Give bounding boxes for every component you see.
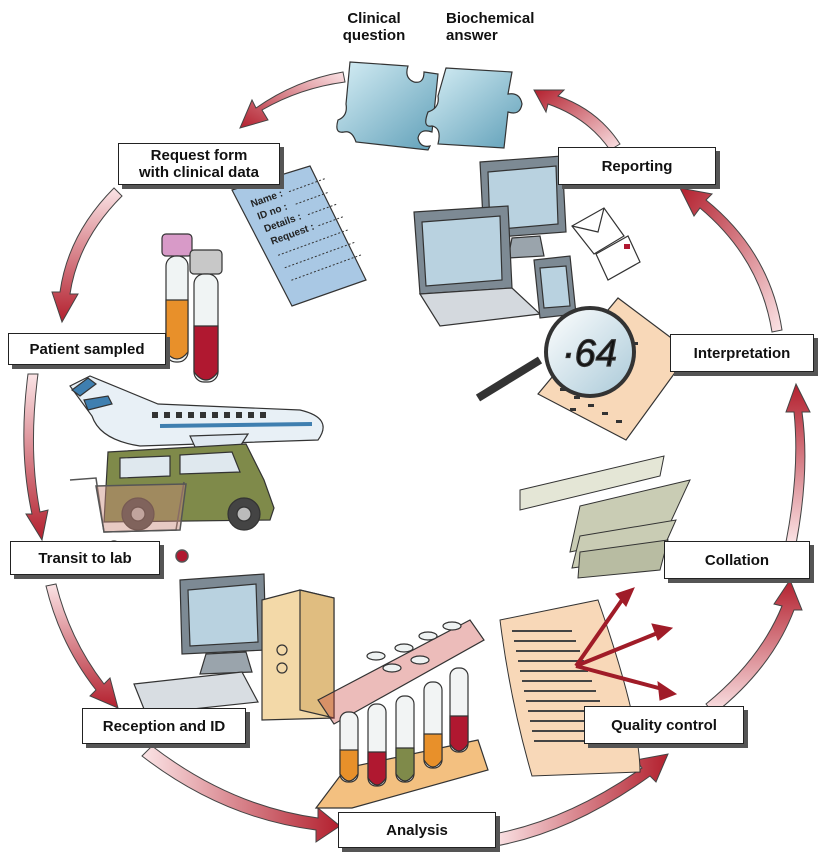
stage-reporting: Reporting [558,147,716,185]
stage-interpretation: Interpretation [670,334,814,372]
arrow-to-reception [45,583,119,709]
stage-quality-control: Quality control [584,706,744,744]
desktop-computer-icon [133,573,335,721]
stage-request-form: Request form with clinical data [118,143,280,185]
stage-transit-to-lab: Transit to lab [10,541,160,575]
arrow-to-reporting [679,187,783,333]
cycle-arrows [23,71,811,847]
arrow-to-transit [23,373,49,542]
biochemical-answer-label: Biochemical answer [446,10,535,44]
arrow-to-collation [705,578,803,715]
arrow-to-patient-sampled [51,187,123,324]
request-form-icon: Name : ID no : Details : Request : [231,165,367,307]
puzzle-icon [336,61,523,151]
quality-control-icon [499,587,678,777]
van-icon [103,443,275,531]
arrow-to-quality-control [493,753,669,847]
magnifier-icon: ·64 [475,297,691,441]
trolley-icon [69,477,189,563]
stage-reception-and-id: Reception and ID [82,708,246,744]
test-tube-rack-icon [314,619,489,809]
stage-analysis: Analysis [338,812,496,848]
stage-collation: Collation [664,541,810,579]
collated-printouts-icon [519,455,691,579]
reporting-devices-icon [413,155,641,327]
clinical-question-label: Clinical question [342,10,406,44]
stage-patient-sampled: Patient sampled [8,333,166,365]
arrow-to-analysis [141,745,341,843]
magnified-value: ·64 [562,333,617,375]
arrow-to-request-form [239,71,346,129]
arrow-to-puzzle [533,89,621,151]
sample-tubes-icon [161,233,223,383]
arrow-to-interpretation [785,382,811,545]
